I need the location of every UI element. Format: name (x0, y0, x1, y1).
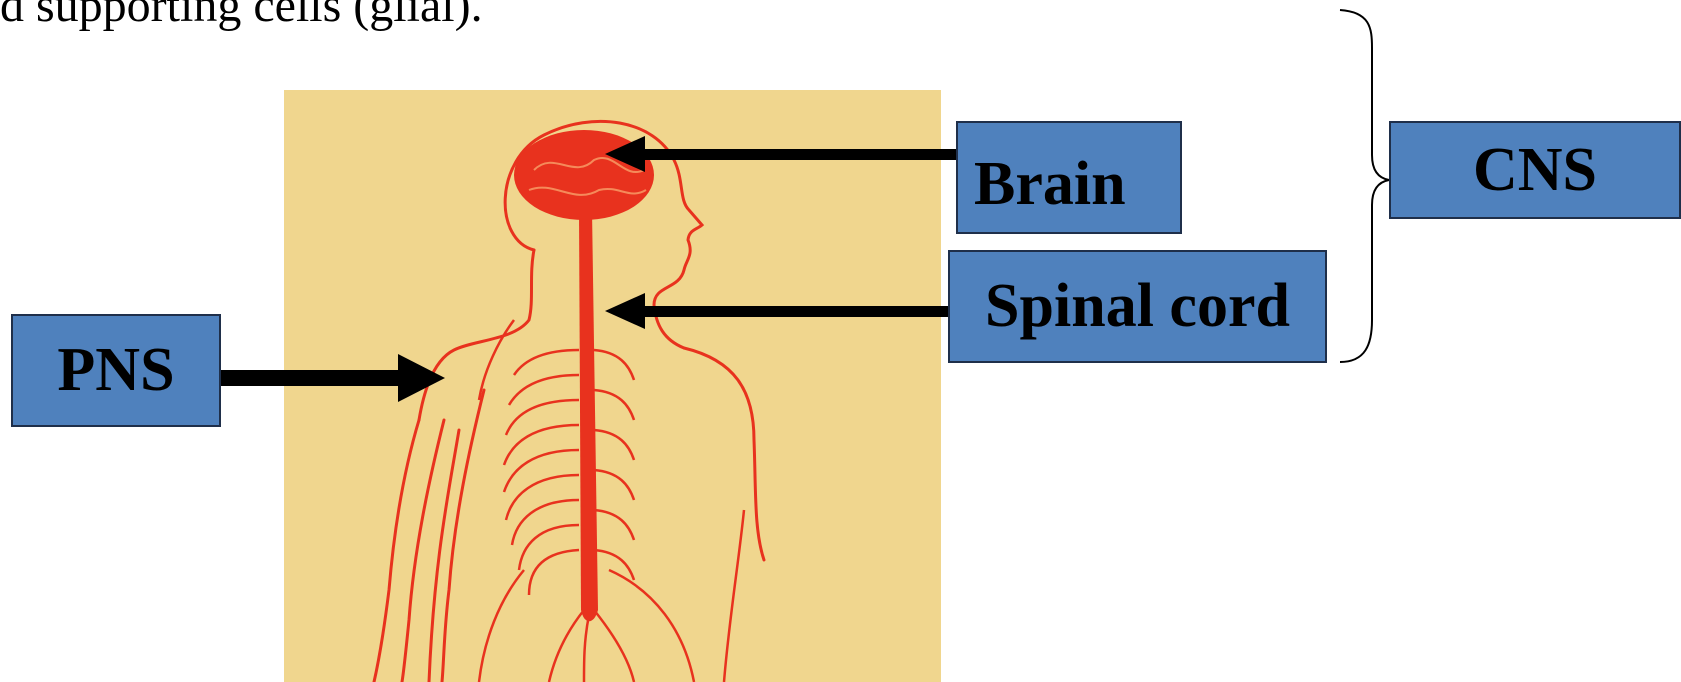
cns-brace (1340, 10, 1389, 362)
shoulder-right (684, 348, 764, 560)
nervous-system-illustration (284, 90, 941, 682)
spinal-cord-shape (579, 210, 598, 621)
arm-left (374, 420, 419, 682)
pns-label: PNS (11, 314, 221, 427)
brain-shape (514, 130, 654, 220)
cns-label: CNS (1389, 121, 1681, 219)
caption-text: d supporting cells (glial). (0, 0, 483, 33)
spinal-cord-label: Spinal cord (948, 250, 1327, 363)
body-nerves-drawing (284, 90, 941, 682)
brain-label: Brain (956, 121, 1182, 234)
